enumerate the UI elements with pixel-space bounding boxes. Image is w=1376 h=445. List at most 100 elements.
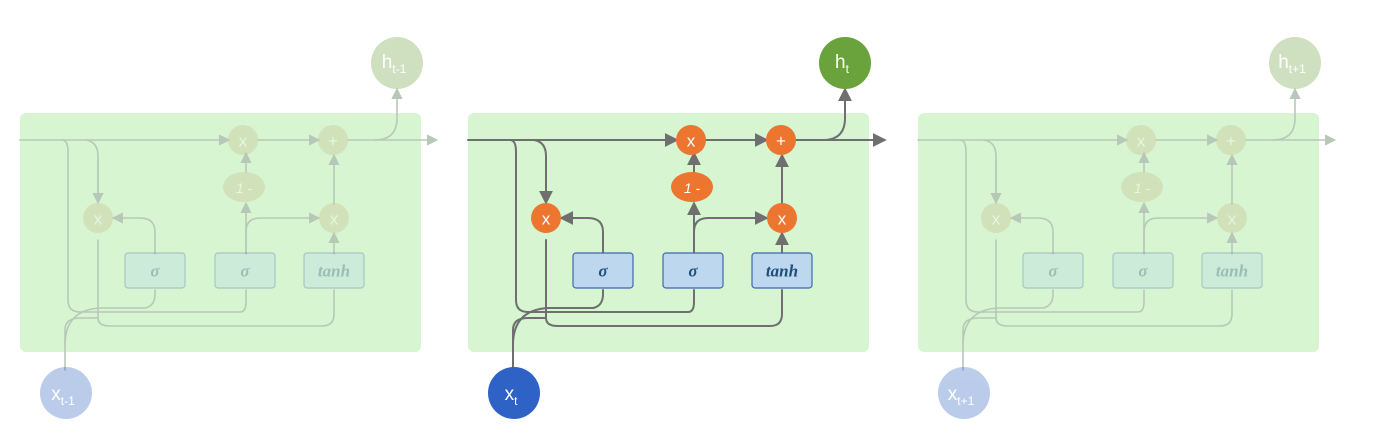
connector-line xyxy=(97,289,335,327)
connector-line xyxy=(512,289,604,346)
gate-label-1: σ xyxy=(1048,262,1058,281)
mult-state-icon xyxy=(676,125,706,155)
input-label-main: x xyxy=(505,384,515,405)
add-icon xyxy=(766,125,796,155)
cell-connections-3 xyxy=(917,87,1337,371)
gate-label-2: σ xyxy=(688,262,698,281)
mult-input-icon-label: x xyxy=(1228,210,1237,229)
mult-input-icon xyxy=(319,203,349,233)
mult-input-icon-label: x xyxy=(330,210,339,229)
gate-box-2 xyxy=(662,252,724,289)
input-label-sub: t+1 xyxy=(957,394,974,408)
mult-input-icon-label: x xyxy=(778,210,787,229)
mult-forget-icon xyxy=(981,203,1011,233)
connector-line xyxy=(1009,212,1054,255)
output-label-sub: t+1 xyxy=(1289,62,1306,76)
connector-line xyxy=(559,211,604,255)
output-label: ht xyxy=(835,52,850,76)
connector-line xyxy=(509,139,695,313)
gate-label-1: σ xyxy=(598,262,608,281)
gate-box-1 xyxy=(124,252,186,289)
one-minus-label: 1 - xyxy=(684,180,701,196)
output-label: ht+1 xyxy=(1278,52,1306,76)
connector-line xyxy=(245,212,321,255)
mult-state-icon-label: x xyxy=(1137,132,1146,151)
gate-box-2 xyxy=(214,252,276,289)
cell-panel-1 xyxy=(20,113,421,352)
connector-line xyxy=(962,289,1054,346)
mult-state-icon xyxy=(228,125,258,155)
mult-input-icon xyxy=(767,203,797,233)
one-minus-label: 1 - xyxy=(236,180,253,196)
connector-line xyxy=(1272,87,1301,141)
output-label-main: h xyxy=(835,52,846,73)
input-node-icon xyxy=(40,367,92,419)
input-node-icon xyxy=(938,367,990,419)
one-minus-label: 1 - xyxy=(1134,180,1151,196)
add-icon xyxy=(318,125,348,155)
one-minus-icon xyxy=(223,172,265,202)
add-icon-label: + xyxy=(1226,132,1236,151)
gate-box-1 xyxy=(1022,252,1084,289)
gate-box-3 xyxy=(1201,252,1263,289)
output-node-icon xyxy=(371,37,423,89)
mult-state-icon-label: x xyxy=(239,132,248,151)
input-label-sub: t-1 xyxy=(61,394,75,408)
connector-line xyxy=(64,239,99,371)
add-icon xyxy=(1216,125,1246,155)
mult-state-icon-label: x xyxy=(687,132,696,151)
cell-connections-2 xyxy=(467,87,887,371)
connector-line xyxy=(64,289,156,346)
input-label-main: x xyxy=(948,384,958,405)
gate-box-3 xyxy=(751,252,813,289)
gate-box-2 xyxy=(1112,252,1174,289)
connector-line xyxy=(533,139,553,205)
one-minus-icon xyxy=(1121,172,1163,202)
input-node-icon xyxy=(488,367,540,419)
connector-line xyxy=(374,87,403,141)
output-label: ht-1 xyxy=(382,52,407,76)
gate-box-3 xyxy=(303,252,365,289)
input-label: xt xyxy=(505,384,519,408)
mult-state-icon xyxy=(1126,125,1156,155)
input-label-main: x xyxy=(51,384,61,405)
connector-line xyxy=(822,87,852,141)
connector-line xyxy=(983,139,1002,205)
gate-label-3: tanh xyxy=(318,262,350,281)
mult-forget-icon-label: x xyxy=(542,210,551,229)
mult-forget-icon-label: x xyxy=(992,210,1001,229)
output-label-main: h xyxy=(382,52,393,73)
gate-label-3: tanh xyxy=(766,262,798,281)
gate-label-1: σ xyxy=(150,262,160,281)
output-label-main: h xyxy=(1278,52,1289,73)
cell-connections-1 xyxy=(19,87,439,371)
connector-line xyxy=(85,139,104,205)
gate-label-3: tanh xyxy=(1216,262,1248,281)
mult-forget-icon-label: x xyxy=(94,210,103,229)
connector-line xyxy=(111,212,156,255)
input-label: xt+1 xyxy=(948,384,975,408)
mult-input-icon xyxy=(1217,203,1247,233)
connector-line xyxy=(693,211,769,255)
connector-line xyxy=(61,139,247,313)
connector-line xyxy=(962,239,997,371)
input-label: xt-1 xyxy=(51,384,75,408)
gate-label-2: σ xyxy=(1138,262,1148,281)
mult-forget-icon xyxy=(83,203,113,233)
output-node-icon xyxy=(819,37,871,89)
cell-panel-2 xyxy=(468,113,869,352)
add-icon-label: + xyxy=(776,132,786,151)
mult-forget-icon xyxy=(531,203,561,233)
add-icon-label: + xyxy=(328,132,338,151)
input-label-sub: t xyxy=(514,394,518,408)
output-label-sub: t-1 xyxy=(392,62,406,76)
connector-line xyxy=(545,289,783,327)
connector-line xyxy=(995,289,1233,327)
connector-line xyxy=(512,239,547,371)
output-label-sub: t xyxy=(846,62,850,76)
gate-box-1 xyxy=(572,252,634,289)
